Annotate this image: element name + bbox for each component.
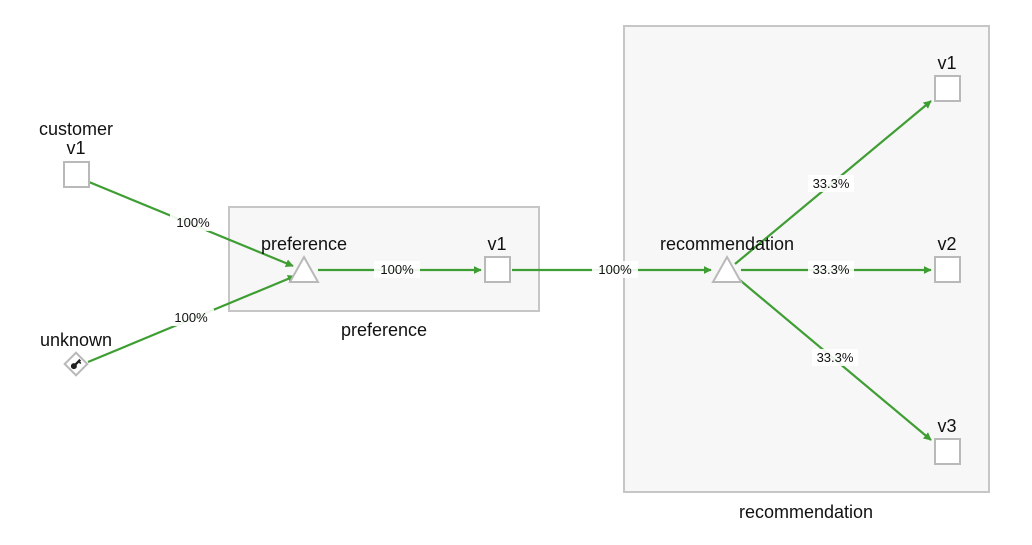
- edge-label-customer-to-preference: 100%: [170, 214, 216, 231]
- edge-label-recommendation-to-v2: 33.3%: [808, 261, 854, 278]
- node-unknown-label: unknown: [40, 330, 112, 350]
- preference-box-label: preference: [341, 320, 427, 340]
- square-icon: [484, 256, 511, 283]
- svg-text:100%: 100%: [380, 262, 414, 277]
- square-icon: [63, 161, 90, 188]
- node-recommendation-label: recommendation: [660, 234, 794, 254]
- node-recommendation-v1-label: v1: [937, 53, 956, 73]
- node-preference-service[interactable]: preference: [261, 234, 347, 283]
- edge-label-preference-v1-to-recommendation: 100%: [592, 261, 638, 278]
- node-recommendation-v1[interactable]: v1: [934, 53, 961, 102]
- node-recommendation-v3-label: v3: [937, 416, 956, 436]
- node-recommendation-service[interactable]: recommendation: [660, 234, 794, 283]
- node-customer-label: customer: [39, 119, 113, 139]
- node-recommendation-v2-label: v2: [937, 234, 956, 254]
- svg-text:100%: 100%: [176, 215, 210, 230]
- svg-text:100%: 100%: [174, 310, 208, 325]
- square-icon: [934, 256, 961, 283]
- key-icon: [70, 358, 82, 370]
- square-icon: [934, 438, 961, 465]
- node-customer-v1[interactable]: customer v1: [39, 119, 113, 188]
- node-preference-label: preference: [261, 234, 347, 254]
- node-preference-v1-label: v1: [487, 234, 506, 254]
- square-icon: [934, 75, 961, 102]
- node-recommendation-v3[interactable]: v3: [934, 416, 961, 465]
- node-customer-version: v1: [66, 138, 85, 158]
- node-unknown[interactable]: unknown: [40, 330, 112, 377]
- triangle-icon: [711, 254, 743, 283]
- node-preference-v1[interactable]: v1: [484, 234, 511, 283]
- triangle-icon: [288, 254, 320, 283]
- edge-label-recommendation-to-v3: 33.3%: [812, 349, 858, 366]
- svg-text:100%: 100%: [598, 262, 632, 277]
- recommendation-box-label: recommendation: [739, 502, 873, 522]
- svg-text:33.3%: 33.3%: [817, 350, 854, 365]
- edge-label-unknown-to-preference: 100%: [168, 309, 214, 326]
- svg-text:33.3%: 33.3%: [813, 262, 850, 277]
- node-recommendation-v2[interactable]: v2: [934, 234, 961, 283]
- svg-text:33.3%: 33.3%: [813, 176, 850, 191]
- edge-label-preference-to-v1: 100%: [374, 261, 420, 278]
- edge-label-recommendation-to-v1: 33.3%: [808, 175, 854, 192]
